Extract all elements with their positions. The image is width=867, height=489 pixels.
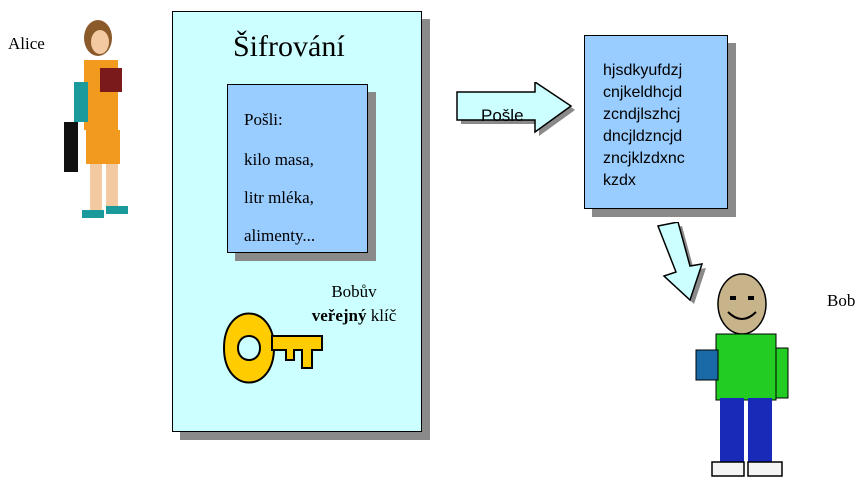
key-caption-type: veřejný klíč [300, 304, 408, 328]
send-arrow-label: Pošle [481, 106, 524, 125]
send-arrow [456, 82, 575, 136]
down-arrow [656, 222, 706, 304]
key-icon [222, 312, 323, 384]
ciphertext-line: hjsdkyufdzj [603, 62, 683, 79]
message-line: alimenty... [244, 226, 316, 245]
ciphertext-line: zncjklzdxnc [603, 150, 685, 167]
key-caption-bold: veřejný [311, 305, 367, 325]
key-caption-rest: klíč [366, 305, 397, 325]
ciphertext-line: cnjkeldhcjd [603, 84, 683, 101]
ciphertext-line: kzdx [603, 172, 636, 189]
message-line: Pošli: [244, 110, 283, 129]
panel-title: Šifrování [233, 30, 345, 63]
ciphertext-line: dncjldzncjd [603, 128, 683, 145]
key-caption-owner: Bobův [331, 282, 377, 301]
ciphertext-box [584, 35, 728, 209]
bob-figure [695, 273, 789, 477]
message-line: litr mléka, [244, 188, 314, 207]
bob-label: Bob [827, 291, 856, 310]
key-caption: Bobův veřejný klíč [300, 280, 408, 328]
message-box [227, 84, 368, 253]
alice-label: Alice [8, 34, 45, 53]
alice-figure [64, 20, 128, 218]
message-line: kilo masa, [244, 150, 314, 169]
ciphertext-line: zcndjlszhcj [603, 106, 681, 123]
